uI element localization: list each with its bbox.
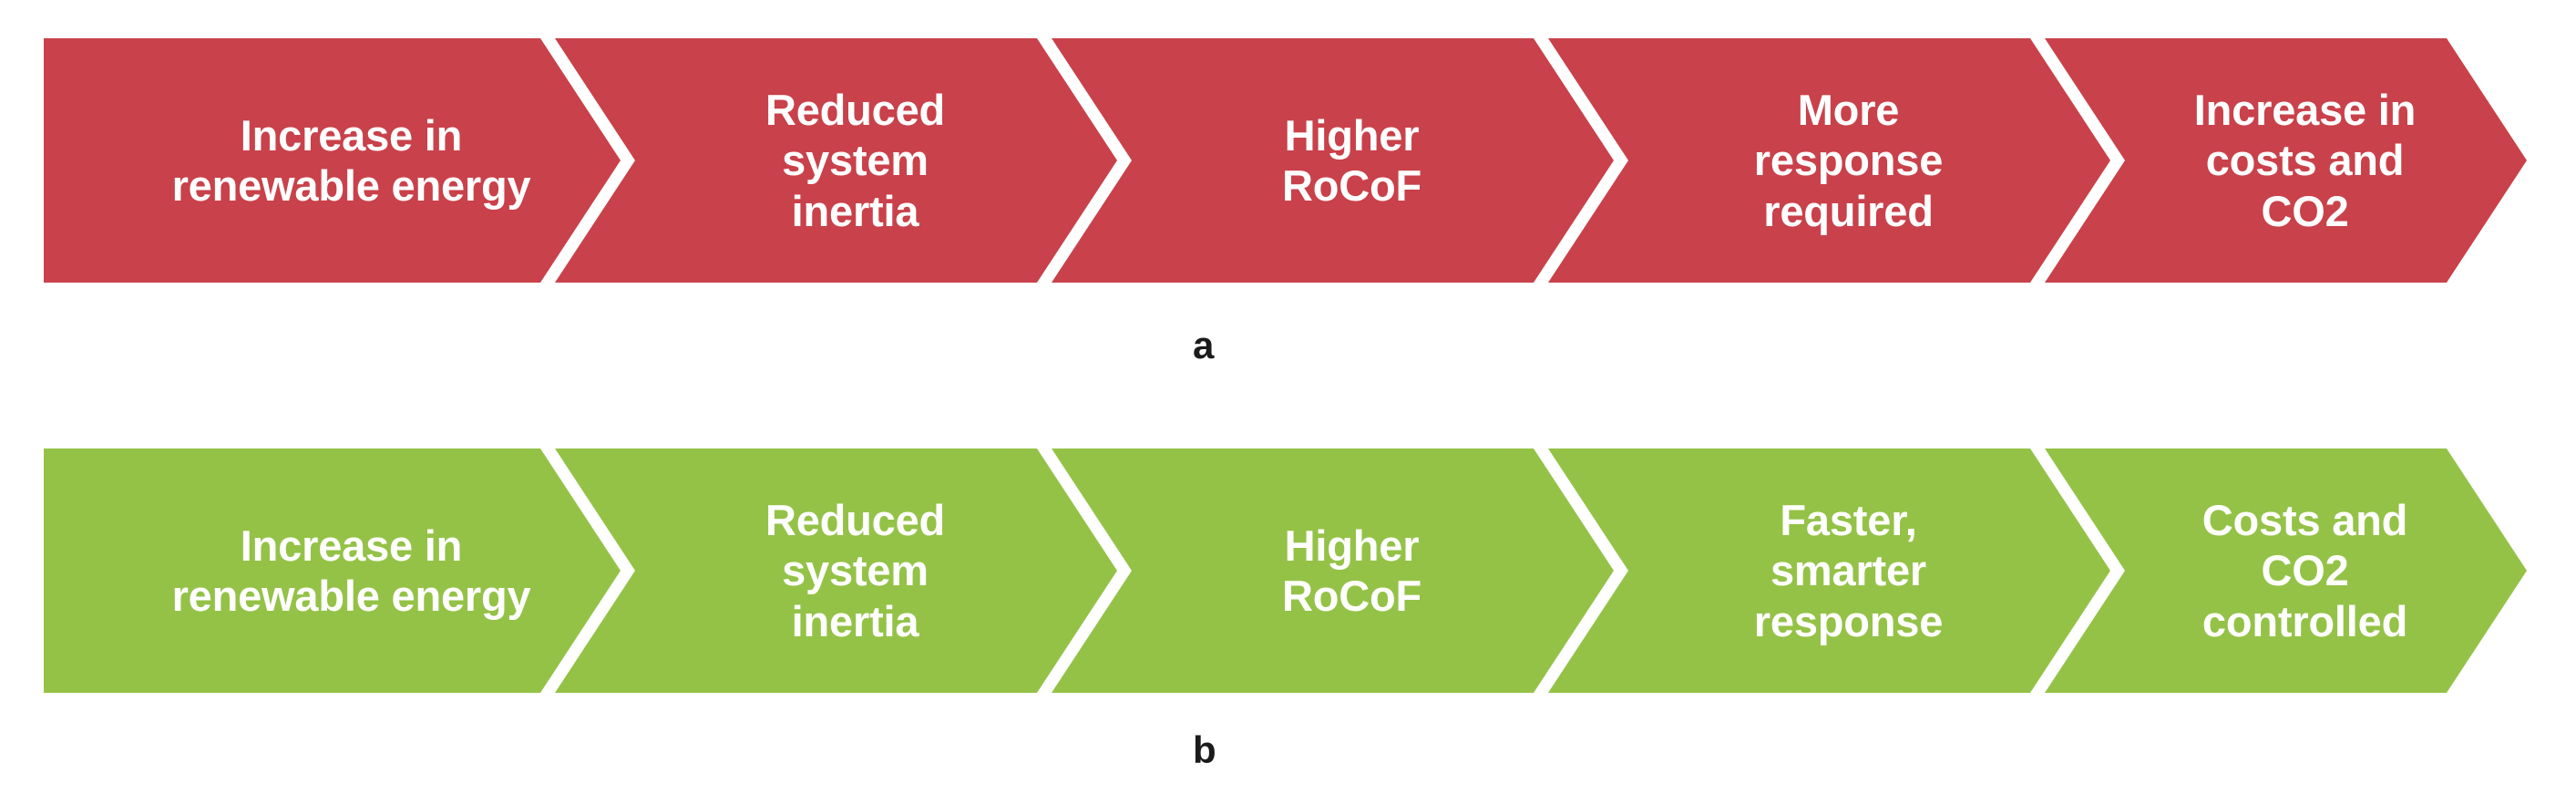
chevron-a-3-label: Higher RoCoF: [1281, 110, 1421, 210]
chevron-b-5-cell[interactable]: Costs and CO2 controlled: [2045, 449, 2527, 693]
figure-caption-b: b: [1193, 728, 1216, 771]
chevron-a-5-cell[interactable]: Increase in costs and CO2: [2045, 38, 2527, 283]
chevron-b-1[interactable]: [44, 449, 621, 693]
chevron-a-5-label: Increase in costs and CO2: [2193, 85, 2417, 235]
chevron-b-4-cell[interactable]: Faster, smarter response: [1548, 449, 2110, 693]
chevron-a-2[interactable]: [555, 38, 1117, 283]
chevron-b-5-label: Costs and CO2 controlled: [2201, 495, 2408, 645]
chevron-b-5[interactable]: [2045, 449, 2527, 693]
chevron-b-3-label: Higher RoCoF: [1281, 521, 1421, 620]
chevron-b-1-cell[interactable]: Increase in renewable energy: [44, 449, 621, 693]
chevron-a-2-label: Reduced system inertia: [765, 85, 946, 235]
chevron-a-1-label: Increase in renewable energy: [171, 110, 531, 210]
chevron-b-2[interactable]: [555, 449, 1117, 693]
chevron-a-3[interactable]: [1052, 38, 1614, 283]
chevron-b-2-label: Reduced system inertia: [765, 495, 946, 645]
chevron-b-3[interactable]: [1052, 449, 1614, 693]
chevron-b-4[interactable]: [1548, 449, 2110, 693]
chevron-a-1[interactable]: [44, 38, 621, 283]
chevron-a-1-cell[interactable]: Increase in renewable energy: [44, 38, 621, 283]
chevron-b-1-label: Increase in renewable energy: [171, 521, 531, 620]
chevron-a-2-cell[interactable]: Reduced system inertia: [555, 38, 1117, 283]
flow-row-a: Increase in renewable energy Reduced sys…: [44, 38, 2527, 283]
figure-caption-a: a: [1193, 324, 1215, 366]
chevron-b-3-cell[interactable]: Higher RoCoF: [1052, 449, 1614, 693]
chevron-a-5[interactable]: [2045, 38, 2527, 283]
chevron-a-4-cell[interactable]: More response required: [1548, 38, 2110, 283]
chevron-shapes-b: [44, 449, 2527, 693]
chevron-a-4-label: More response required: [1753, 85, 1944, 235]
chevron-a-3-cell[interactable]: Higher RoCoF: [1052, 38, 1614, 283]
chevron-shapes-a: [44, 38, 2527, 283]
flow-row-b: Increase in renewable energy Reduced sys…: [44, 449, 2527, 693]
chevron-a-4[interactable]: [1548, 38, 2110, 283]
chevron-b-4-label: Faster, smarter response: [1753, 495, 1944, 645]
chevron-b-2-cell[interactable]: Reduced system inertia: [555, 449, 1117, 693]
